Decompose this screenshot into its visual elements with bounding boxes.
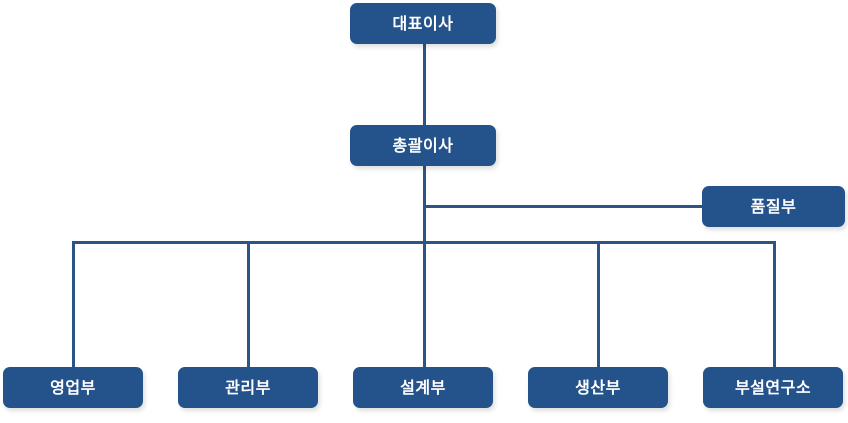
node-design-dept-label: 설계부 <box>400 377 446 397</box>
node-ceo[interactable]: 대표이사 <box>350 3 496 44</box>
connector-ceo-to-director <box>423 44 426 126</box>
node-research-institute[interactable]: 부설연구소 <box>703 367 843 408</box>
node-ceo-label: 대표이사 <box>392 13 454 33</box>
node-sales-dept-label: 영업부 <box>50 377 96 397</box>
connector-director-to-quality <box>423 205 704 208</box>
connector-bus-to-sales <box>72 241 75 368</box>
connector-bus-to-research <box>773 241 776 368</box>
node-director[interactable]: 총괄이사 <box>350 125 496 166</box>
node-admin-dept-label: 관리부 <box>225 377 271 397</box>
connector-bus-to-admin <box>247 241 250 368</box>
connector-bus-to-production <box>597 241 600 368</box>
node-quality-dept-label: 품질부 <box>750 196 797 216</box>
node-director-label: 총괄이사 <box>392 135 454 155</box>
node-sales-dept[interactable]: 영업부 <box>3 367 143 408</box>
node-quality-dept[interactable]: 품질부 <box>702 186 845 227</box>
node-production-dept-label: 생산부 <box>575 377 621 397</box>
node-admin-dept[interactable]: 관리부 <box>178 367 318 408</box>
node-design-dept[interactable]: 설계부 <box>353 367 493 408</box>
connector-bus-to-design <box>423 241 426 368</box>
node-production-dept[interactable]: 생산부 <box>528 367 668 408</box>
node-research-institute-label: 부설연구소 <box>734 377 812 397</box>
